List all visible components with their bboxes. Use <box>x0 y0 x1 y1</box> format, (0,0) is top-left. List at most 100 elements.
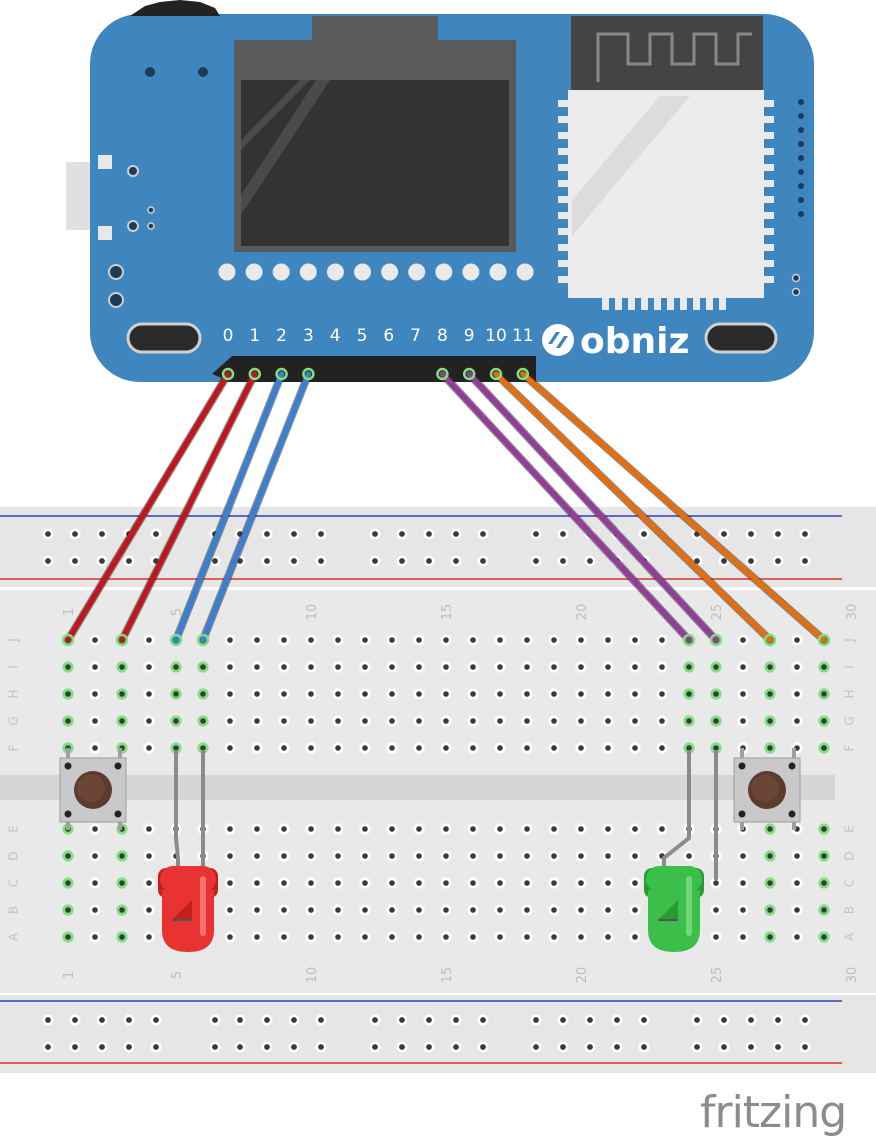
display-glare <box>241 80 310 150</box>
rail-hole <box>396 1041 408 1053</box>
breadboard-hole <box>89 904 101 916</box>
components <box>59 748 801 952</box>
breadboard-hole <box>494 931 506 943</box>
row-letter: E <box>843 825 857 833</box>
breadboard-hole <box>143 823 155 835</box>
breadboard-hole <box>737 850 749 862</box>
breadboard-hole <box>602 661 614 673</box>
breadboard-hole <box>359 850 371 862</box>
breadboard-hole <box>170 661 182 673</box>
rail-hole <box>745 1014 757 1026</box>
board-led <box>299 263 317 281</box>
rail-hole <box>150 1041 162 1053</box>
breadboard-hole <box>818 931 830 943</box>
button-leg <box>66 748 70 764</box>
led-green <box>644 750 718 952</box>
breadboard-hole <box>386 661 398 673</box>
via <box>798 99 804 105</box>
module-pin <box>558 244 568 251</box>
breadboard-hole <box>116 715 128 727</box>
breadboard-hole <box>656 688 668 700</box>
breadboard-hole <box>791 688 803 700</box>
wire-end <box>462 367 476 381</box>
breadboard-hole <box>386 742 398 754</box>
module-pin <box>764 228 774 235</box>
button-screw <box>738 762 746 770</box>
wire-end <box>115 633 129 647</box>
breadboard-hole <box>251 877 263 889</box>
breadboard-hole <box>494 850 506 862</box>
module-pin <box>706 298 713 310</box>
breadboard-hole <box>89 742 101 754</box>
column-number: 5 <box>170 608 185 616</box>
module-pin <box>764 132 774 139</box>
row-letter: I <box>843 665 857 669</box>
breadboard-hole <box>818 904 830 916</box>
breadboard-hole <box>629 850 641 862</box>
board-led <box>408 263 426 281</box>
row-letter: F <box>843 744 857 751</box>
rail-hole <box>450 555 462 567</box>
led-dome <box>160 866 216 892</box>
breadboard-hole <box>548 661 560 673</box>
logo-icon-mark <box>548 332 568 348</box>
breadboard-hole <box>413 877 425 889</box>
fritzing-watermark: fritzing <box>700 1087 847 1138</box>
wire-end <box>817 633 831 647</box>
breadboard-hole <box>764 688 776 700</box>
breadboard-hole <box>224 742 236 754</box>
breadboard-hole <box>440 661 452 673</box>
rail-hole <box>557 528 569 540</box>
breadboard-hole <box>305 850 317 862</box>
row-letter: F <box>7 744 21 751</box>
rail-hole <box>718 1041 730 1053</box>
breadboard-hole <box>494 634 506 646</box>
via <box>108 264 124 280</box>
breadboard-hole <box>413 742 425 754</box>
breadboard-hole <box>332 634 344 646</box>
breadboard-hole <box>521 661 533 673</box>
breadboard-hole <box>521 931 533 943</box>
led-die <box>658 900 678 920</box>
button-cap-highlight <box>77 774 105 802</box>
pin-label: 11 <box>512 326 534 346</box>
breadboard-hole <box>278 688 290 700</box>
via <box>127 220 139 232</box>
rail-hole <box>69 1041 81 1053</box>
breadboard-hole <box>629 661 641 673</box>
breadboard-hole <box>467 850 479 862</box>
board-led <box>381 263 399 281</box>
via <box>147 206 155 214</box>
via <box>798 127 804 133</box>
breadboard-hole <box>494 904 506 916</box>
column-number: 25 <box>710 604 725 621</box>
rail-hole <box>42 555 54 567</box>
module-pin <box>602 298 609 310</box>
led-red <box>158 750 218 952</box>
rail-hole <box>234 1041 246 1053</box>
breadboard-hole <box>818 715 830 727</box>
breadboard-hole <box>224 904 236 916</box>
breadboard-hole <box>764 823 776 835</box>
breadboard-hole <box>440 931 452 943</box>
row-letter: I <box>7 665 21 669</box>
breadboard-hole <box>413 688 425 700</box>
breadboard-hole <box>494 823 506 835</box>
breadboard-hole <box>170 688 182 700</box>
row-letter: C <box>7 879 21 887</box>
display-glare <box>241 80 330 215</box>
breadboard-hole <box>467 715 479 727</box>
breadboard-hole <box>575 877 587 889</box>
breadboard-hole <box>359 661 371 673</box>
module-pin <box>558 276 568 283</box>
breadboard-hole <box>575 715 587 727</box>
rail-hole <box>369 1014 381 1026</box>
rail-hole <box>799 1014 811 1026</box>
breadboard-hole <box>305 688 317 700</box>
breadboard-hole <box>602 904 614 916</box>
module-pin <box>764 164 774 171</box>
breadboard-hole <box>440 688 452 700</box>
rail-hole <box>638 1014 650 1026</box>
board-led-row <box>218 263 534 281</box>
